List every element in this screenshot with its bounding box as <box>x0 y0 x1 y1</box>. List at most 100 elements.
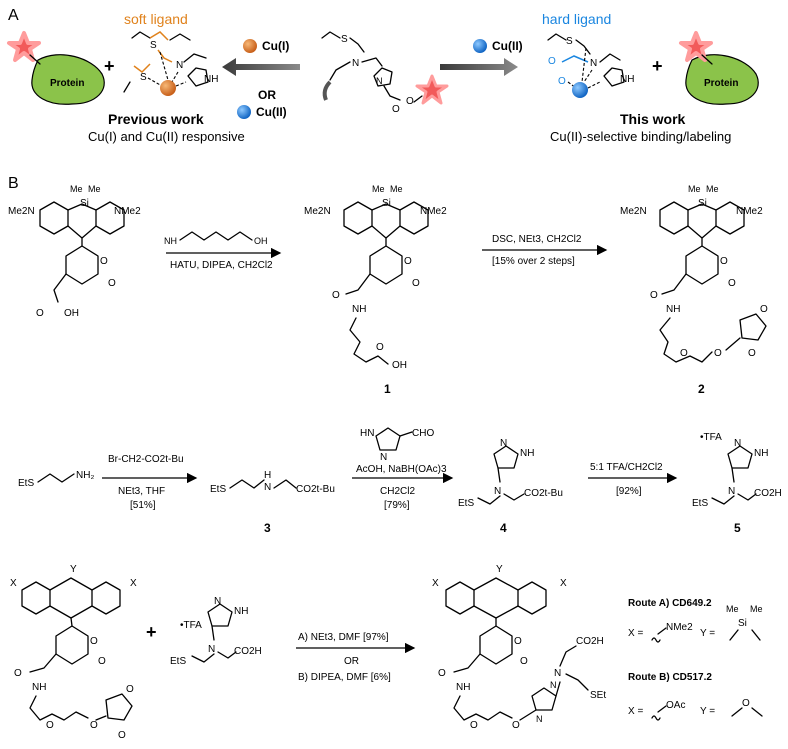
previous-work-desc: Cu(I) and Cu(II) responsive <box>88 129 245 144</box>
start-ets: EtS <box>18 478 34 489</box>
c5-tfa: •TFA <box>700 432 722 443</box>
ald-n: N <box>380 452 387 463</box>
c5-co2h: CO2H <box>754 488 782 499</box>
r2-yield: [79%] <box>384 500 410 511</box>
dye2-amide-o: O <box>650 290 658 301</box>
compound-1-number: 1 <box>384 382 391 396</box>
route-a-x-group: NMe2 <box>651 622 693 643</box>
compound-4-number: 4 <box>500 521 507 535</box>
cu2-ball-right-icon <box>473 39 487 53</box>
c3-ester: CO2t-Bu <box>296 484 335 495</box>
dye0-acid-o: O <box>36 308 44 319</box>
route-a-y-eq: Y = <box>700 628 715 639</box>
dye-acid-structure: Me2N NMe2 Me Me Si O O O OH <box>8 184 141 319</box>
final-cond-b: B) DIPEA, DMF [6%] <box>298 672 391 683</box>
probe-s: S <box>341 34 348 45</box>
this-work-title: This work <box>620 111 686 127</box>
route-b-x-eq: X = <box>628 706 643 717</box>
c4-amine-n: N <box>494 486 501 497</box>
dye0-si: Si <box>80 198 89 209</box>
h2n-label: NH <box>164 236 177 246</box>
fp-amide-o: O <box>438 668 446 679</box>
dye0-oh: OH <box>64 308 79 319</box>
route-a-title: Route A) CD649.2 <box>628 598 712 609</box>
fp-ether-o: O <box>470 720 478 731</box>
linker-oh: OH <box>254 236 268 246</box>
dye0-me2n: Me2N <box>8 206 35 217</box>
star-link-left <box>29 54 41 65</box>
r2-conditions: AcOH, NaBH(OAc)3 <box>356 464 447 475</box>
fp-o: O <box>514 636 522 647</box>
dye2-nhs-o2: O <box>748 348 756 359</box>
compound-2-structure: Me2N NMe2 Me Me Si O O O NH O O O O <box>620 184 768 363</box>
r3c5-nh: NH <box>234 606 248 617</box>
fp-amine-n: N <box>554 668 561 679</box>
hard-o2: O <box>558 76 566 87</box>
route-b-title: Route B) CD517.2 <box>628 672 712 683</box>
r3c5-co2h: CO2H <box>234 646 262 657</box>
ald-cho: CHO <box>412 428 434 439</box>
plus-row3: + <box>146 622 157 642</box>
r2-solvent: CH2Cl2 <box>380 486 415 497</box>
gen-x1: X <box>10 578 17 589</box>
hard-s: S <box>566 36 573 47</box>
c5-amine-n: N <box>728 486 735 497</box>
route-a-me2: Me <box>750 604 763 614</box>
hard-o1: O <box>548 56 556 67</box>
fp-o-carbonyl: O <box>520 656 528 667</box>
protein-right: Protein <box>685 54 759 105</box>
compound-5-reagent-structure: •TFA NH N N EtS CO2H <box>170 596 262 667</box>
fluorophore-star-left-icon <box>7 31 41 62</box>
dye1-me1: Me <box>372 184 385 194</box>
step2-conditions-bottom: [15% over 2 steps] <box>492 256 575 267</box>
protein-right-label: Protein <box>704 78 738 89</box>
gen-ether-o: O <box>46 720 54 731</box>
previous-work-title: Previous work <box>108 111 204 127</box>
hard-ligand-title: hard ligand <box>542 11 611 27</box>
dye2-o-carbonyl: O <box>728 278 736 289</box>
c3-n: N <box>264 482 271 493</box>
c4-ester: CO2t-Bu <box>524 488 563 499</box>
r3-yield: [92%] <box>616 486 642 497</box>
gen-nhs-o1: O <box>126 684 134 695</box>
gen-o-carbonyl: O <box>98 656 106 667</box>
panel-b-label: B <box>8 175 19 192</box>
dye0-me2: Me <box>88 184 101 194</box>
route-a-y-group: Me Me Si <box>726 604 763 641</box>
route-b-y-group: O <box>731 698 763 717</box>
start-nh2: NH₂ <box>76 470 94 481</box>
probe-o: O <box>392 104 400 115</box>
hard-nh: NH <box>620 74 634 85</box>
protein-left: Protein <box>31 54 105 105</box>
dye1-oh: OH <box>392 360 407 371</box>
dye2-ether-o: O <box>680 348 688 359</box>
fluorophore-star-right-icon <box>679 31 713 62</box>
c4-nh: NH <box>520 448 534 459</box>
dye2-carbonate-o: O <box>714 348 722 359</box>
r1-conditions: NEt3, THF <box>118 486 165 497</box>
r1-yield: [51%] <box>130 500 156 511</box>
fp-imid-n2: N <box>550 680 557 690</box>
c4-ets: EtS <box>458 498 474 509</box>
c3-nh: H <box>264 470 271 481</box>
soft-nh: NH <box>204 74 218 85</box>
final-product-structure: X X Y O O O NH O O N N N CO2H SEt <box>432 564 606 731</box>
gen-nhs-o2: O <box>118 730 126 741</box>
soft-s1: S <box>150 40 157 51</box>
gen-o: O <box>90 636 98 647</box>
compound-5-structure: •TFA NH N N EtS CO2H <box>692 432 782 509</box>
panel-a-label: A <box>8 7 19 24</box>
cu2-ball-left-icon <box>237 105 251 119</box>
step2-conditions-top: DSC, NEt3, CH2Cl2 <box>492 234 582 245</box>
route-a-me1: Me <box>726 604 739 614</box>
plus-left: + <box>104 56 115 76</box>
route-a-x-eq: X = <box>628 628 643 639</box>
compound-5-number: 5 <box>734 521 741 535</box>
r3c5-tfa: •TFA <box>180 620 202 631</box>
gen-amide-o: O <box>14 668 22 679</box>
or-label: OR <box>258 88 276 102</box>
dye1-o: O <box>404 256 412 267</box>
final-cond-a: A) NEt3, DMF [97%] <box>298 632 389 643</box>
cu2-label-right: Cu(II) <box>492 39 523 53</box>
soft-ligand-title: soft ligand <box>124 11 188 27</box>
